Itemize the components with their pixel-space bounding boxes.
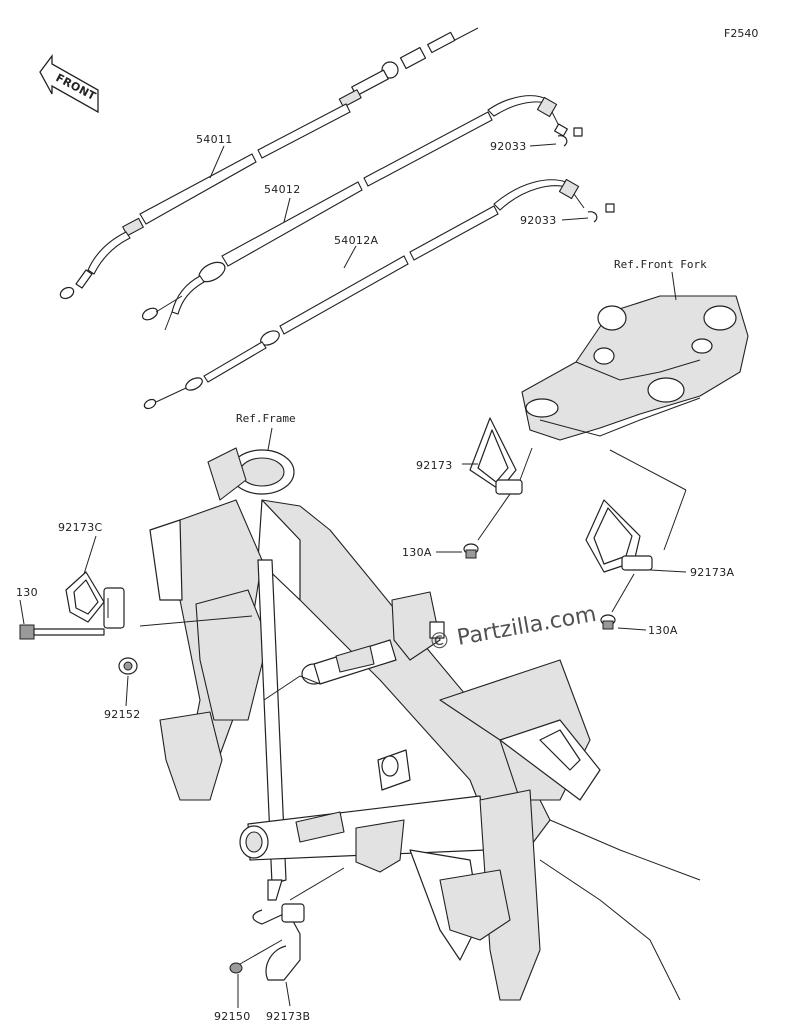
bracket-92173C[interactable] — [65, 571, 125, 629]
label-54012: 54012 — [264, 183, 301, 196]
front-fork-bracket[interactable] — [521, 295, 749, 441]
label-92033-upper: 92033 — [490, 140, 527, 153]
bracket-92173[interactable] — [469, 417, 533, 495]
label-130A-lower: 130A — [648, 624, 678, 637]
label-130A-upper: 130A — [402, 546, 432, 559]
bracket-92173A[interactable] — [585, 499, 653, 573]
frame[interactable] — [149, 447, 701, 1001]
cable-54011[interactable] — [58, 27, 479, 301]
label-92173A: 92173A — [690, 566, 734, 579]
label-92173C: 92173C — [58, 521, 102, 534]
label-92173: 92173 — [416, 459, 453, 472]
front-arrow-icon: FRONT — [39, 54, 99, 114]
bolt-92150[interactable] — [229, 939, 283, 974]
label-130: 130 — [16, 586, 38, 599]
label-54011: 54011 — [196, 133, 233, 146]
label-92033-lower: 92033 — [520, 214, 557, 227]
clip-92033-upper[interactable] — [557, 135, 568, 147]
watermark: © Partzilla.com — [427, 602, 599, 656]
label-54012A: 54012A — [334, 234, 378, 247]
ref-frame: Ref.Frame — [236, 412, 296, 425]
ref-front-fork: Ref.Front Fork — [614, 258, 707, 271]
bolt-130[interactable] — [19, 624, 105, 640]
label-92152: 92152 — [104, 708, 141, 721]
label-92173B: 92173B — [266, 1010, 310, 1023]
bolt-130A-upper[interactable] — [463, 543, 479, 559]
bolt-130A-lower[interactable] — [600, 614, 616, 630]
leader-lines — [19, 143, 687, 1008]
clip-92033-lower[interactable] — [587, 211, 598, 223]
collar-92152[interactable] — [118, 657, 138, 675]
label-92150: 92150 — [214, 1010, 251, 1023]
diagram-code: F2540 — [724, 27, 758, 40]
bracket-92173B[interactable] — [252, 903, 305, 981]
cable-54012[interactable] — [141, 95, 583, 331]
cable-54012A[interactable] — [143, 178, 615, 410]
